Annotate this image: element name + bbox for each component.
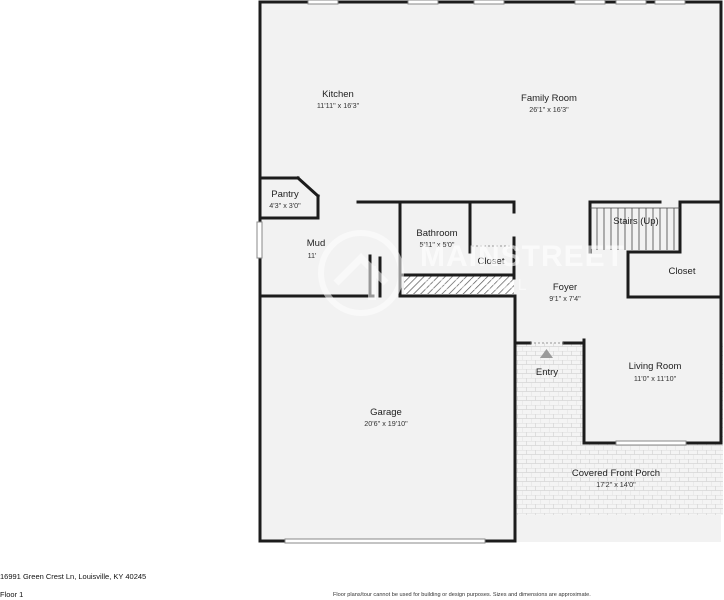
property-address: 16991 Green Crest Ln, Louisville, KY 402… — [0, 572, 147, 581]
doors — [472, 245, 564, 344]
foyer-dims: 9'1" x 7'4" — [549, 294, 581, 303]
living-room-label: Living Room — [628, 361, 682, 372]
garage-label: Garage — [370, 407, 402, 418]
entry-arrow-icon — [540, 349, 553, 358]
stairs-label: Stairs (Up) — [613, 216, 659, 227]
living-floor — [584, 297, 721, 443]
family-room-dims: 26'1" x 16'3" — [529, 105, 569, 114]
living-room-dims: 11'0" x 11'10" — [633, 374, 677, 383]
hall-closet-label: Closet — [477, 256, 505, 267]
foyer-label: Foyer — [552, 282, 578, 293]
entry-label: Entry — [535, 367, 559, 378]
bathroom-label: Bathroom — [416, 228, 458, 239]
porch-label: Covered Front Porch — [571, 468, 661, 479]
disclaimer-text: Floor plans/tour cannot be used for buil… — [333, 592, 591, 598]
watermark-text: MAINSTREET — [420, 240, 625, 273]
floor-label: Floor 1 — [0, 590, 24, 599]
pantry-label: Pantry — [271, 189, 299, 200]
windows — [256, 0, 687, 544]
garage-floor — [261, 297, 515, 540]
hatched-step — [404, 276, 514, 294]
garage-dims: 20'6" x 19'10" — [364, 419, 408, 428]
right-closet-label: Closet — [668, 266, 696, 277]
bathroom-dims: 5'11" x 5'0" — [419, 240, 455, 249]
kitchen-label: Kitchen — [322, 89, 354, 100]
watermark-subtext: RENEWAL — [424, 277, 531, 294]
mud-room-label: Mud — [306, 238, 326, 249]
porch-dims: 17'2" x 14'0" — [596, 480, 636, 489]
family-room-label: Family Room — [521, 93, 577, 104]
mud-room-dims: 11' — [307, 251, 317, 260]
pantry-dims: 4'3" x 3'0" — [269, 201, 301, 210]
kitchen-dims: 11'11" x 16'3" — [316, 101, 360, 110]
stair-treads — [590, 207, 680, 250]
white-outside — [0, 0, 258, 600]
watermark-logo-icon — [318, 230, 404, 316]
